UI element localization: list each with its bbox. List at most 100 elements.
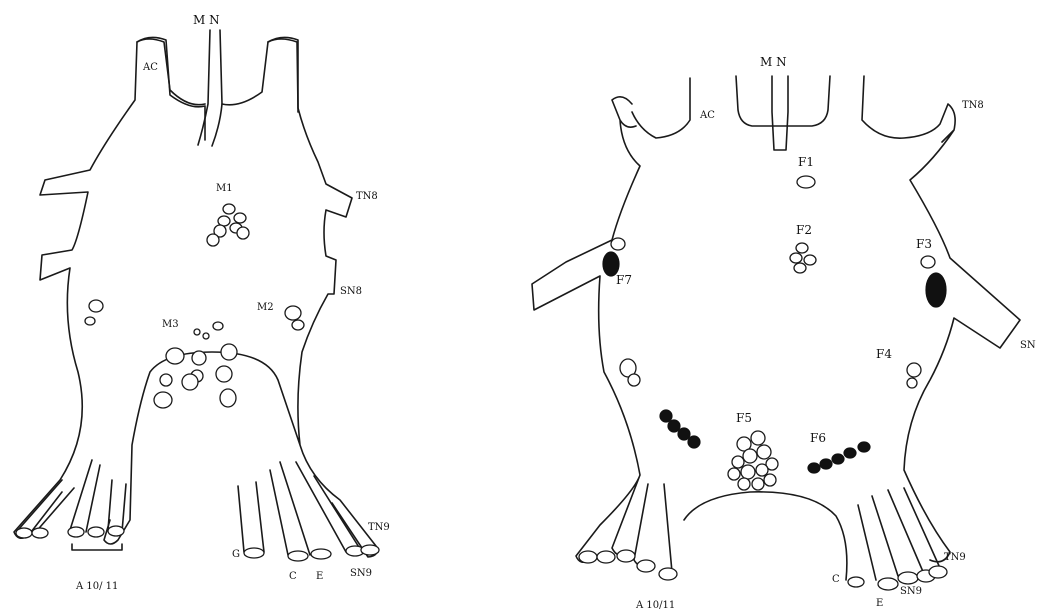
right-lateral-cell [628,374,640,386]
cell [752,478,764,490]
label-sn8: SN8 [340,286,362,297]
right-f4-cell [907,378,917,388]
label-sn9: SN9 [350,568,372,579]
cell [213,322,223,330]
cell [207,234,219,246]
right-nerve-stump [597,551,615,563]
cell [738,478,750,490]
cell [844,448,856,458]
cell [182,374,198,390]
label-g: G [232,549,240,560]
cell [804,255,816,265]
right-dark-chain-left [660,410,700,448]
label-tn9: TN9 [368,522,390,533]
label-f6: F6 [810,431,826,445]
cell [678,428,690,440]
cell [285,306,301,320]
right-nerve-stump [929,566,947,578]
right-nerve-stump [579,551,597,563]
right-nerve-stump [617,550,635,562]
left-posterior-nerves [16,460,379,561]
left-nerve-stump [108,526,124,536]
left-nerve-stump [288,551,308,561]
label-e: E [876,598,883,609]
left-nerve-stump [16,528,32,538]
left-ganglion-outline [14,39,377,557]
left-nerve-a10-2 [70,460,100,532]
cell [820,459,832,469]
left-lateral-cells [85,300,103,325]
right-nerve-stump [848,577,864,587]
cell [292,320,304,330]
right-median-sheath [736,76,830,126]
cell [808,463,820,473]
right-nerve-stump [898,572,918,584]
label-f7: F7 [616,273,632,287]
cell [166,348,184,364]
cell [764,474,776,486]
left-nerve-a10-1 [18,480,74,534]
right-f5-cluster [728,431,778,490]
right-nerve-stump [659,568,677,580]
right-f1-cell [797,176,815,188]
label-a10-11: A 10/ 11 [75,581,118,592]
cell [688,436,700,448]
right-posterior-arch [684,492,847,580]
cell [216,366,232,382]
cell [223,204,235,214]
label-m3: M3 [162,319,179,330]
left-nerve-a10-3 [108,480,126,532]
label-ac: AC [142,62,158,73]
right-f7-cell [611,238,625,250]
right-ganglion-diagram: M N AC TN8 F1 F2 F3 F7 SN F4 F5 F6 TN9 S… [532,55,1036,611]
cell [234,213,246,223]
label-c: C [832,574,840,585]
cell [89,300,103,312]
cell [796,243,808,253]
label-e: E [316,571,323,582]
label-tn8: TN8 [356,191,378,202]
right-nerve [858,496,898,580]
left-m3-cluster [154,322,237,408]
cell [743,449,757,463]
label-f3: F3 [916,237,932,251]
left-m1-cluster [207,204,249,246]
label-f4: F4 [876,347,892,361]
cell [194,329,200,335]
label-ac: AC [699,110,715,121]
label-sn: SN [1020,340,1036,351]
cell [660,410,672,422]
cell [757,445,771,459]
cell [85,317,95,325]
left-nerve-stump [88,527,104,537]
label-m1: M1 [216,183,233,194]
label-median-nerve: M N [193,13,220,27]
cell [160,374,172,386]
cell [237,227,249,239]
left-nerve-stump [311,549,331,559]
right-f2-cluster [790,243,816,273]
left-nerve-tn9 [296,462,362,552]
left-nerve-stump [32,528,48,538]
label-a10-11: A 10/11 [635,600,675,611]
cell [794,263,806,273]
label-f2: F2 [796,223,812,237]
label-f1: F1 [798,155,814,169]
cell [790,253,802,263]
left-nerve-stump [68,527,84,537]
right-f4-cell [907,363,921,377]
label-f5: F5 [736,411,752,425]
cell [751,431,765,445]
cell [858,442,870,452]
right-f3-dark-cell [926,273,946,307]
left-ganglion-body [137,37,298,140]
right-nerve-stump [878,578,898,590]
right-f3-cell [921,256,935,268]
label-tn9: TN9 [944,552,966,563]
left-m2-cluster [285,306,304,330]
cell [756,464,768,476]
cell [741,465,755,479]
label-tn8: TN8 [962,100,984,111]
left-median-nerve [198,30,222,146]
